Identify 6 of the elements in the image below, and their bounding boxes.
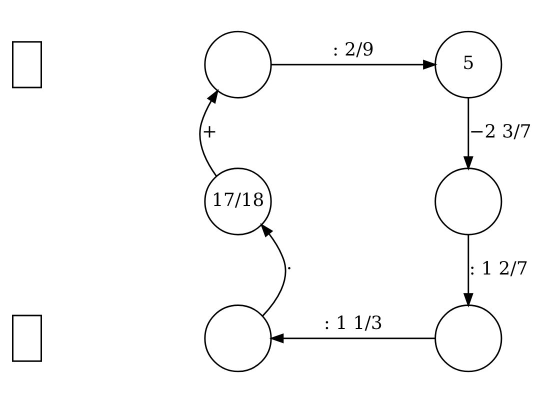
edge-label: −2 3/7 — [469, 120, 532, 142]
edge-label: : 2/9 — [332, 38, 374, 60]
edge-label: + — [202, 120, 218, 142]
edge-label: · — [286, 258, 292, 279]
edge-label: : 1 2/7 — [469, 258, 528, 279]
edge-label: : 1 1/3 — [324, 312, 383, 334]
